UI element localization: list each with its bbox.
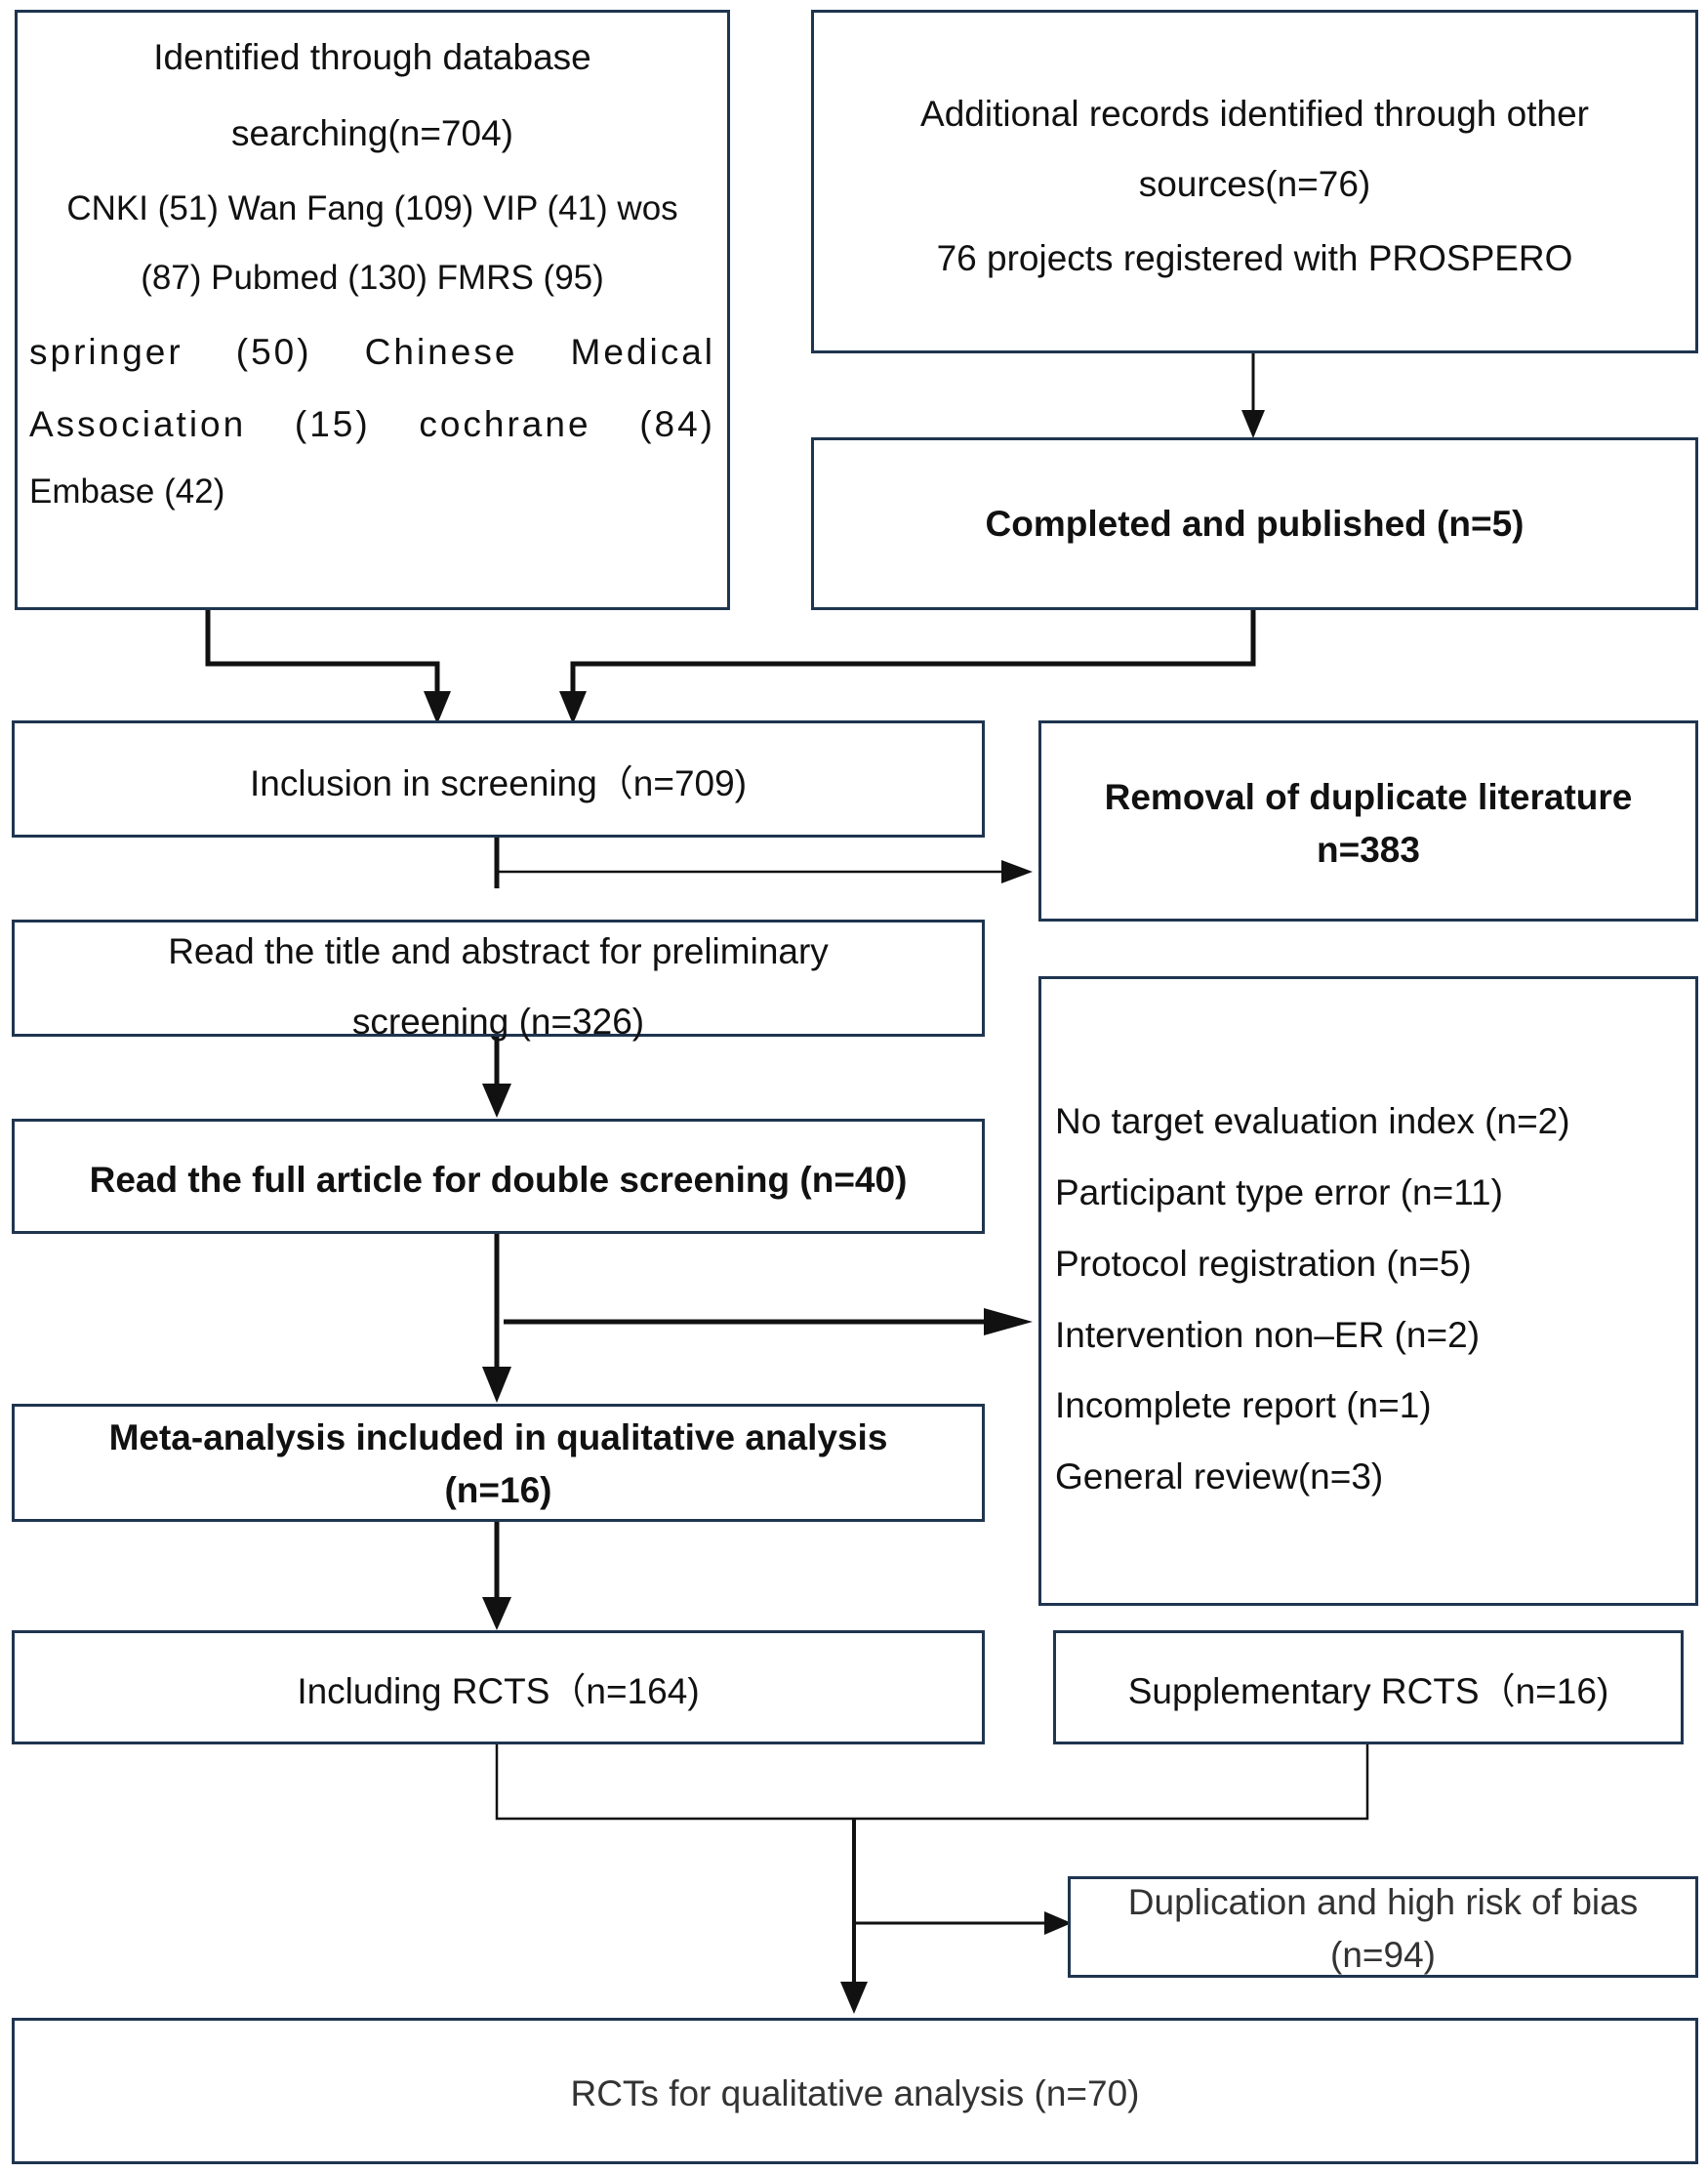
full-article-box: Read the full article for double screeni…: [12, 1119, 985, 1234]
duplication-bias-box: Duplication and high risk of bias (n=94): [1068, 1876, 1698, 1978]
duplicates-count: n=383: [1317, 830, 1420, 870]
title-abstract-line2: screening (n=326): [351, 1002, 645, 1042]
exclusion-item: Incomplete report (n=1): [1055, 1385, 1432, 1425]
final-rcts-label: RCTs for qualitative analysis (n=70): [570, 2073, 1140, 2113]
completed-box: Completed and published (n=5): [811, 437, 1698, 610]
prospero-registrations: 76 projects registered with PROSPERO: [936, 238, 1573, 278]
title-abstract-box: Read the title and abstract for prelimin…: [12, 920, 985, 1042]
exclusion-item: Protocol registration (n=5): [1055, 1244, 1472, 1284]
arrowhead: [559, 691, 587, 724]
supplementary-rcts-box: Supplementary RCTS（n=16): [1053, 1630, 1684, 1744]
arrowhead: [840, 1982, 868, 2014]
database-sources-line2: (87) Pubmed (130) FMRS (95): [141, 259, 604, 297]
database-sources-line1: CNKI (51) Wan Fang (109) VIP (41) wos: [66, 189, 678, 227]
database-search-box: Identified through database searching(n=…: [15, 10, 730, 610]
exclusion-item: Participant type error (n=11): [1055, 1172, 1503, 1212]
arrowhead: [1241, 410, 1265, 438]
duplication-bias-title: Duplication and high risk of bias: [1127, 1882, 1639, 1922]
connector-rcts-merge: [495, 1742, 1369, 1821]
including-rcts-label: Including RCTS（n=164): [297, 1671, 700, 1711]
including-rcts-box: Including RCTS（n=164): [12, 1630, 985, 1744]
inclusion-box: Inclusion in screening（n=709): [12, 720, 985, 838]
duplicates-box: Removal of duplicate literature n=383: [1038, 720, 1698, 922]
duplication-bias-count: (n=94): [1330, 1935, 1436, 1975]
arrowhead: [482, 1084, 511, 1118]
connector-database-to-inclusion: [205, 607, 440, 695]
database-sources-line5: Embase (42): [29, 472, 225, 511]
arrowhead: [424, 691, 451, 724]
meta-analysis-box: Meta-analysis included in qualitative an…: [12, 1404, 985, 1522]
database-title: Identified through database: [153, 37, 591, 77]
arrowhead: [1044, 1911, 1072, 1935]
exclusion-item: General review(n=3): [1055, 1456, 1384, 1496]
exclusion-item: No target evaluation index (n=2): [1055, 1101, 1570, 1141]
database-count: searching(n=704): [231, 113, 513, 153]
arrowhead: [1001, 860, 1033, 883]
full-article-label: Read the full article for double screeni…: [89, 1160, 908, 1200]
completed-label: Completed and published (n=5): [985, 504, 1525, 544]
meta-analysis-title: Meta-analysis included in qualitative an…: [108, 1417, 888, 1457]
connector-completed-to-inclusion: [570, 607, 1256, 695]
database-sources-line4: Association (15) cochrane (84): [29, 404, 715, 444]
other-sources-box: Additional records identified through ot…: [811, 10, 1698, 353]
exclusion-item: Intervention non–ER (n=2): [1055, 1315, 1481, 1355]
other-sources-count: sources(n=76): [1138, 164, 1371, 204]
other-sources-title: Additional records identified through ot…: [920, 94, 1589, 134]
exclusion-reasons-box: No target evaluation index (n=2) Partici…: [1038, 976, 1698, 1606]
final-rcts-box: RCTs for qualitative analysis (n=70): [12, 2018, 1698, 2164]
arrowhead: [984, 1308, 1033, 1335]
duplicates-title: Removal of duplicate literature: [1104, 777, 1633, 817]
arrowhead: [482, 1597, 511, 1630]
meta-analysis-count: (n=16): [444, 1470, 552, 1510]
database-sources-line3: springer (50) Chinese Medical: [29, 332, 715, 372]
arrowhead: [482, 1367, 511, 1403]
supplementary-rcts-label: Supplementary RCTS（n=16): [1127, 1671, 1609, 1711]
inclusion-label: Inclusion in screening（n=709): [249, 763, 748, 803]
title-abstract-line1: Read the title and abstract for prelimin…: [168, 931, 829, 971]
